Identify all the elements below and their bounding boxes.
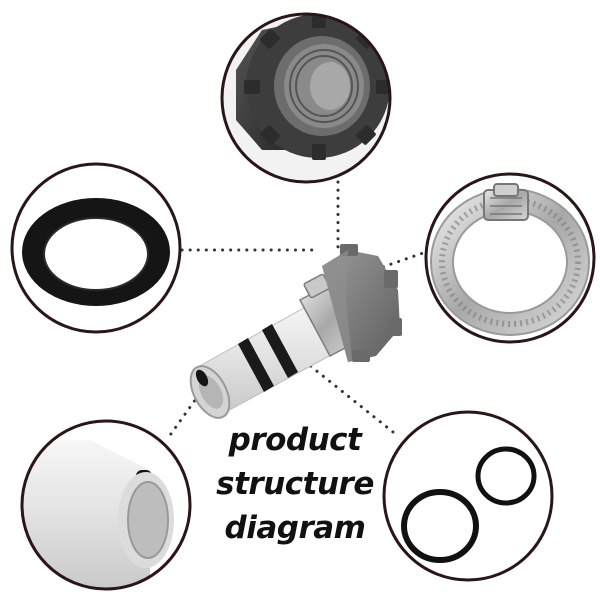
hose-adapter-icon [189, 244, 402, 419]
flat-gasket-icon [10, 162, 182, 334]
diagram-caption: product structure diagram [200, 418, 390, 550]
caption-line-structure: structure [216, 466, 374, 502]
leader-line-o-rings [296, 354, 400, 438]
leader-line-pipe-end [166, 366, 220, 440]
o-rings-icon [382, 410, 554, 582]
hose-clamp-icon [424, 172, 596, 344]
threaded-nut-icon [220, 12, 392, 184]
leader-lines [166, 180, 428, 440]
caption-line-product: product [228, 422, 362, 458]
caption-line-diagram: diagram [224, 510, 366, 546]
pipe-end-icon [20, 419, 192, 591]
